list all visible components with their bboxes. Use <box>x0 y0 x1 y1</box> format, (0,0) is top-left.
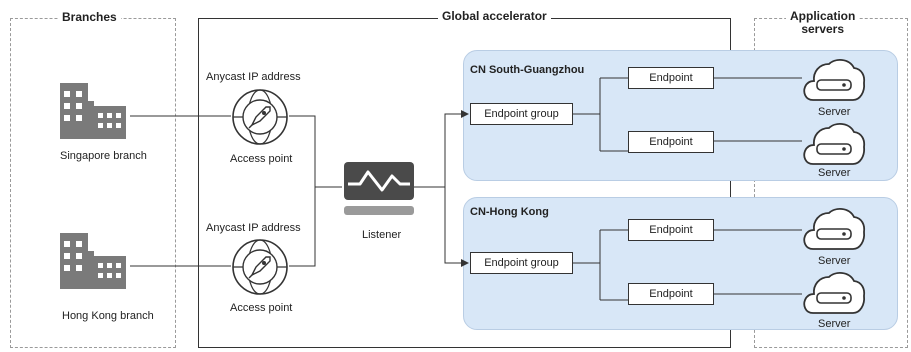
application-servers-title-line1: Application <box>790 9 856 23</box>
server-label: Server <box>818 106 851 118</box>
endpoint-box[interactable]: Endpoint <box>628 219 714 241</box>
building-icon <box>60 233 126 289</box>
anycast-ip-label: Anycast IP address <box>206 222 301 234</box>
cloud-server-icon <box>803 272 866 314</box>
branch-label-singapore: Singapore branch <box>60 150 147 162</box>
anycast-ip-label: Anycast IP address <box>206 71 301 83</box>
listener-label: Listener <box>362 229 402 241</box>
server-label: Server <box>818 255 851 267</box>
server-label: Server <box>818 318 851 330</box>
access-point-label: Access point <box>230 153 293 165</box>
endpoint-box[interactable]: Endpoint <box>628 67 714 89</box>
branches-title: Branches <box>58 10 121 24</box>
building-icon <box>60 83 126 139</box>
application-servers-title: Application servers <box>786 9 860 36</box>
endpoint-group-box[interactable]: Endpoint group <box>470 103 573 125</box>
cloud-server-icon <box>803 123 866 165</box>
endpoint-group-box[interactable]: Endpoint group <box>470 252 573 274</box>
global-accelerator-title: Global accelerator <box>438 9 551 23</box>
access-point-label: Access point <box>230 302 293 314</box>
endpoint-box[interactable]: Endpoint <box>628 283 714 305</box>
endpoint-box[interactable]: Endpoint <box>628 131 714 153</box>
region-hong-kong-title: CN-Hong Kong <box>470 206 549 218</box>
server-label: Server <box>818 167 851 179</box>
application-servers-title-line2: servers <box>801 22 845 36</box>
listener-icon <box>344 162 414 215</box>
rocket-globe-icon <box>232 89 288 145</box>
rocket-globe-icon <box>232 239 288 295</box>
region-guangzhou-title: CN South-Guangzhou <box>470 64 585 76</box>
cloud-server-icon <box>803 59 866 101</box>
cloud-server-icon <box>803 208 866 250</box>
branch-label-hong-kong: Hong Kong branch <box>62 310 154 322</box>
